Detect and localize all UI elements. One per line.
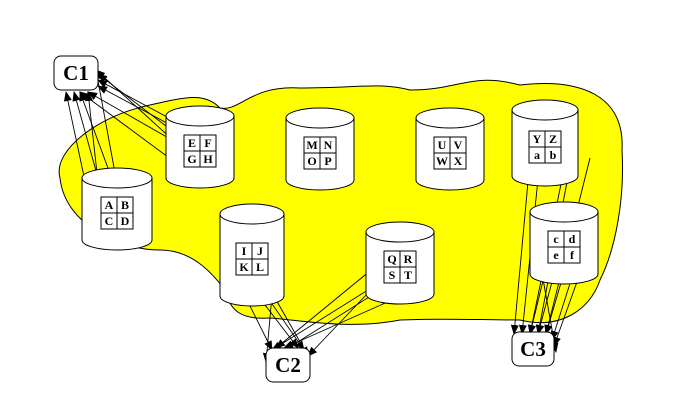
client-node-c3: C3: [511, 331, 555, 367]
cell-label: e: [553, 248, 559, 262]
cell-label: L: [256, 260, 264, 274]
link-arrow-db2-to-c1: [79, 91, 173, 161]
cell-label: R: [404, 252, 413, 266]
cell-label: F: [204, 136, 211, 150]
client-node-c2: C2: [265, 347, 311, 383]
cell-label: E: [188, 136, 196, 150]
cell-label: A: [105, 198, 114, 212]
cell-label: U: [438, 138, 447, 152]
cell-label: C: [105, 214, 114, 228]
cell-label: f: [570, 248, 575, 262]
cell-label: c: [553, 232, 559, 246]
cell-label: G: [187, 152, 196, 166]
cell-label: d: [569, 232, 576, 246]
cell-label: K: [239, 260, 249, 274]
cell-label: X: [454, 154, 463, 168]
link-arrow-db5-to-c3: [510, 159, 531, 335]
client-node-c1: C1: [53, 55, 99, 91]
cell-label: V: [454, 138, 463, 152]
cell-label: Q: [387, 252, 396, 266]
cell-label: H: [203, 152, 213, 166]
cell-label: N: [324, 138, 333, 152]
cell-label: O: [307, 154, 316, 168]
cell-label: P: [324, 154, 331, 168]
cell-label: Z: [549, 132, 557, 146]
client-label: C3: [520, 337, 546, 361]
cell-label: I: [242, 244, 247, 258]
cell-label: W: [436, 154, 448, 168]
cell-label: b: [550, 148, 557, 162]
cell-label: M: [306, 138, 317, 152]
cell-label: T: [404, 268, 412, 282]
cell-label: B: [121, 198, 129, 212]
cell-label: D: [121, 214, 130, 228]
cell-label: S: [389, 268, 396, 282]
cell-label: J: [257, 244, 263, 258]
cell-label: a: [534, 148, 540, 162]
client-label: C2: [275, 353, 301, 377]
client-label: C1: [63, 61, 89, 85]
link-arrow-db2-to-c1: [87, 91, 173, 141]
cell-label: Y: [533, 132, 542, 146]
